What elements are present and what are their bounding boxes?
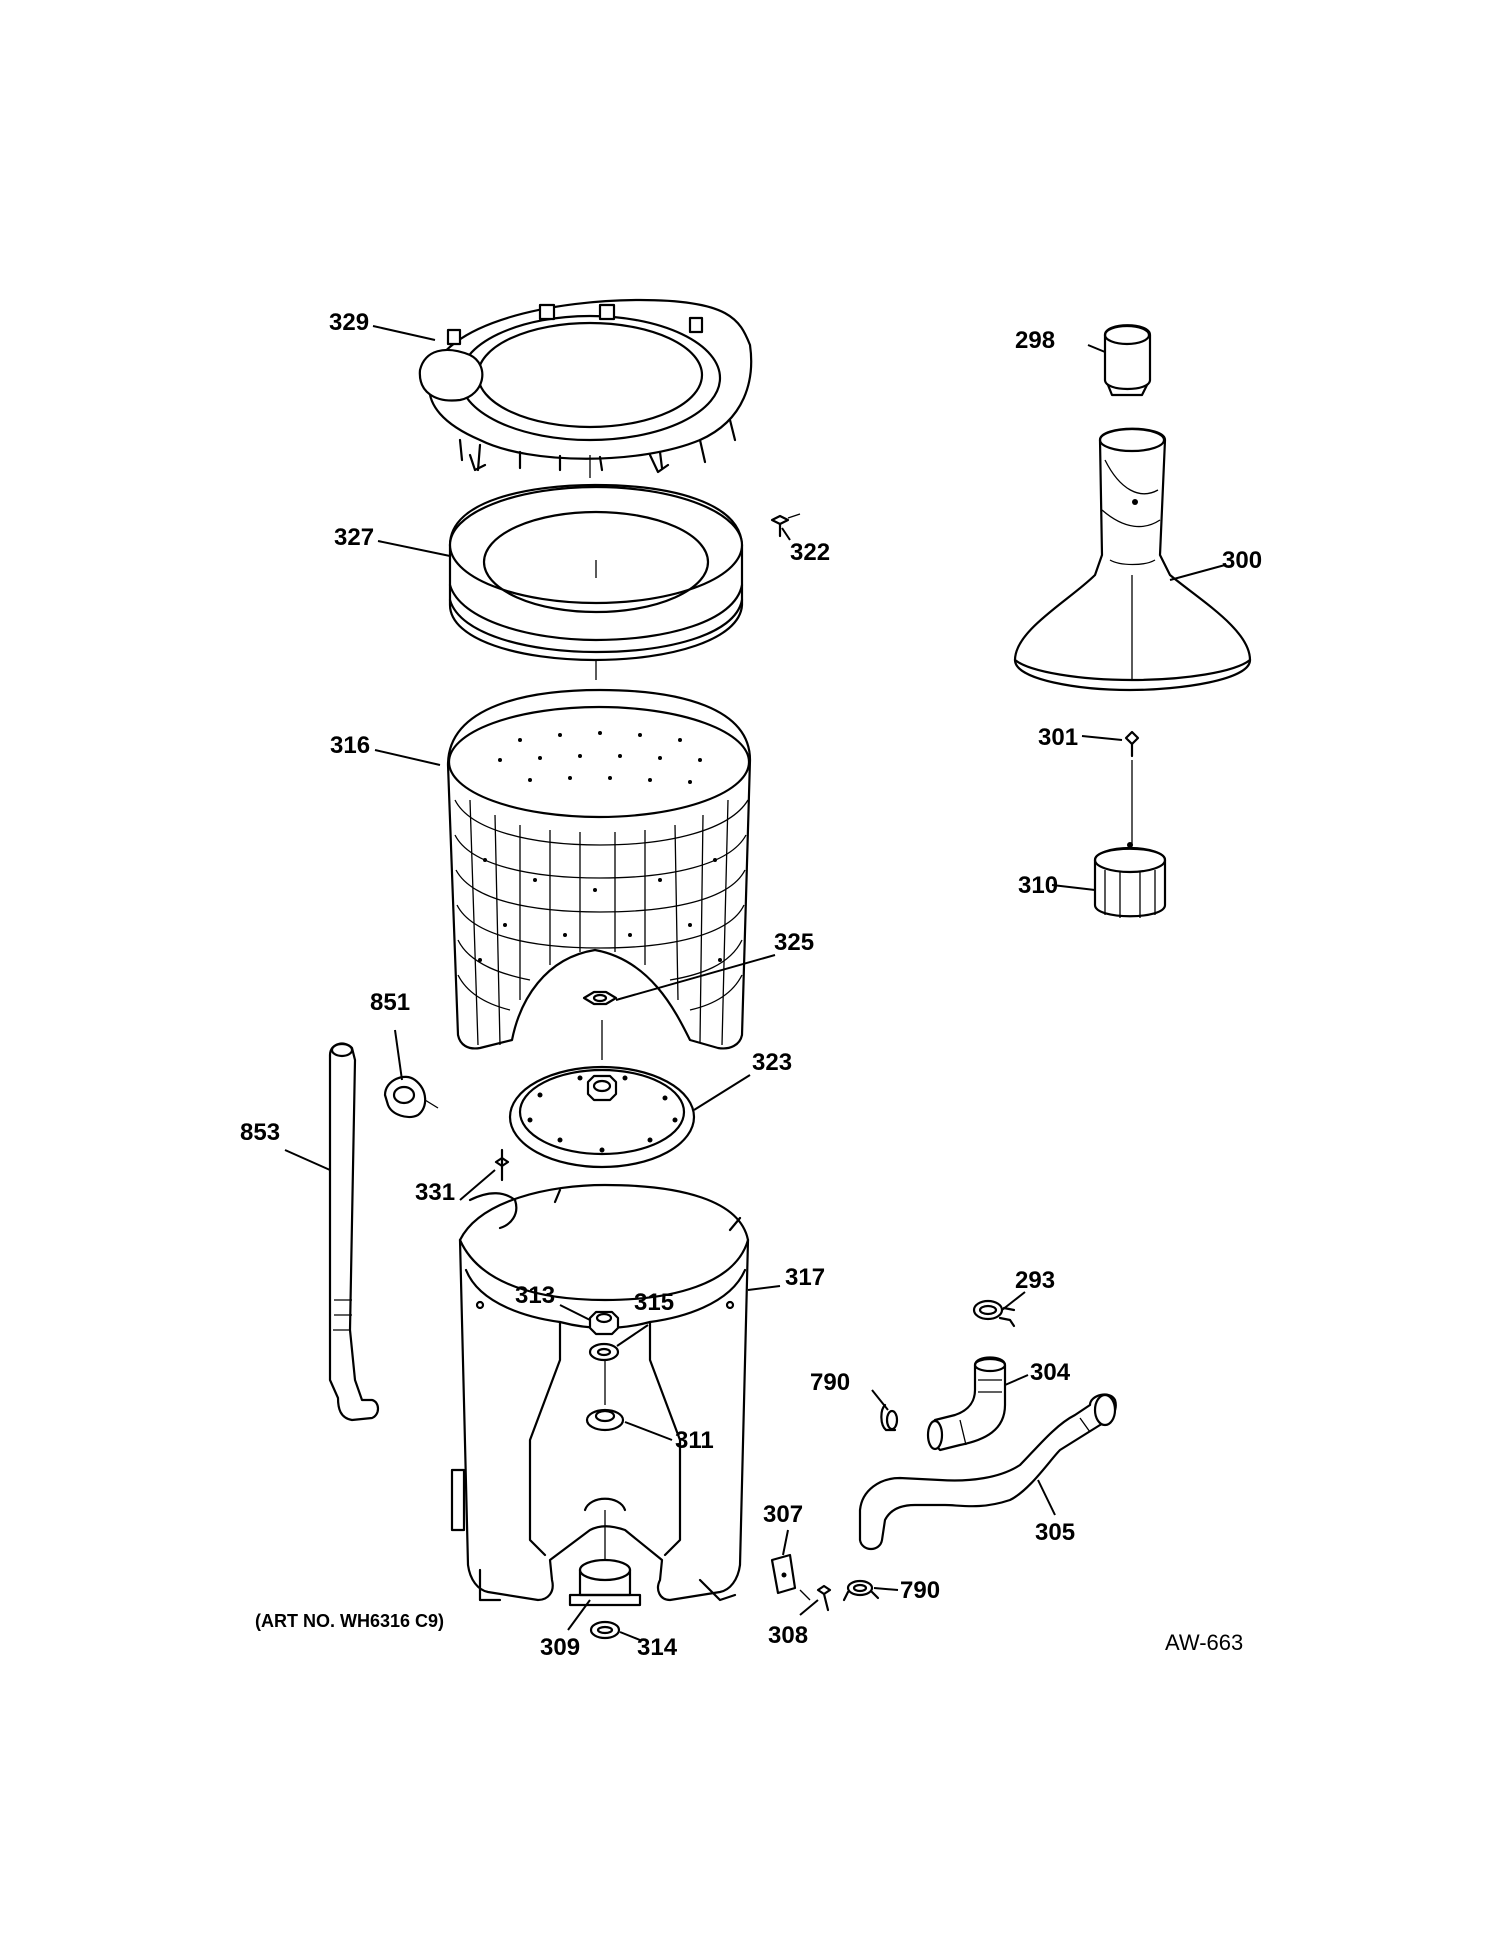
label-307: 307 [763, 1501, 803, 1528]
ring-314 [589, 1620, 621, 1640]
bearing-309 [568, 1497, 642, 1607]
label-301: 301 [1038, 724, 1078, 751]
basket-316 [446, 688, 752, 1050]
screw-322 [770, 513, 801, 538]
cap-851 [383, 1075, 439, 1119]
leader-lines [284, 325, 1226, 1641]
label-325: 325 [774, 929, 814, 956]
agitator-300 [1013, 427, 1252, 692]
label-322: 322 [790, 539, 830, 566]
label-314: 314 [637, 1634, 678, 1661]
art-number-note: (ART NO. WH6316 C9) [255, 1611, 444, 1631]
outer-tub-317 [450, 1183, 750, 1602]
label-329: 329 [329, 309, 369, 336]
balance-ring-327 [448, 483, 744, 680]
nut-313 [588, 1310, 620, 1336]
label-315: 315 [634, 1289, 674, 1316]
label-298: 298 [1015, 327, 1055, 354]
label-317: 317 [785, 1264, 825, 1291]
screw-308 [799, 1584, 832, 1612]
bracket-307 [770, 1553, 797, 1595]
label-853: 853 [240, 1119, 280, 1146]
screw-301 [1124, 730, 1140, 845]
label-293: 293 [1015, 1267, 1055, 1294]
clamp-790-lower [842, 1579, 880, 1602]
label-851: 851 [370, 989, 410, 1016]
label-316: 316 [330, 732, 370, 759]
top-cover-329 [418, 298, 753, 478]
label-304: 304 [1030, 1359, 1071, 1386]
label-327: 327 [334, 524, 374, 551]
screw-331 [494, 1148, 510, 1182]
hub-323 [508, 1020, 696, 1169]
label-310: 310 [1018, 872, 1058, 899]
drain-hose-305 [858, 1393, 1117, 1551]
elbow-hose-304 [926, 1356, 1007, 1452]
washer-315 [588, 1342, 620, 1362]
label-313: 313 [515, 1282, 555, 1309]
diagram-code: AW-663 [1165, 1630, 1243, 1655]
label-300: 300 [1222, 547, 1262, 574]
seal-311 [585, 1360, 625, 1432]
label-331: 331 [415, 1179, 455, 1206]
suspension-rod-853 [328, 1042, 380, 1422]
label-305: 305 [1035, 1519, 1075, 1546]
label-790-lower: 790 [900, 1577, 940, 1604]
cap-298 [1103, 324, 1152, 397]
label-309: 309 [540, 1634, 580, 1661]
label-323: 323 [752, 1049, 792, 1076]
label-790-upper: 790 [810, 1369, 850, 1396]
clamp-790-upper [880, 1403, 899, 1432]
label-311: 311 [675, 1427, 714, 1454]
label-308: 308 [768, 1622, 808, 1649]
nut-310 [1093, 842, 1167, 918]
